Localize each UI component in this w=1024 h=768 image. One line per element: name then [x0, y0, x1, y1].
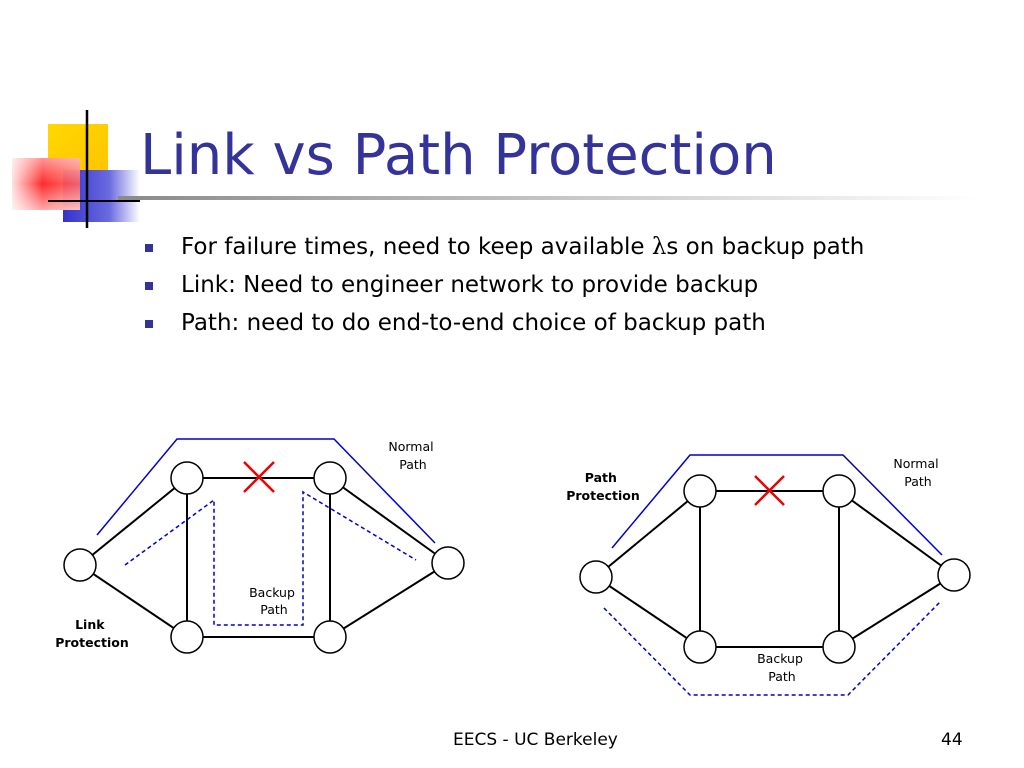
- normal-path-label: Normal Path: [388, 439, 437, 472]
- normal-path-line: [611, 454, 943, 556]
- path-protection-diagram: Normal Path Backup Path Path Protection: [566, 454, 971, 696]
- network-node: [683, 630, 717, 664]
- normal-path-line: [96, 438, 436, 544]
- link-protection-label: Link Protection: [55, 617, 129, 650]
- bullet-square-icon: [145, 244, 153, 252]
- backup-path-label: Backup Path: [757, 651, 807, 684]
- failure-x-icon: [754, 475, 785, 506]
- network-node: [170, 461, 204, 495]
- network-node: [822, 474, 856, 508]
- bullet-square-icon: [145, 282, 153, 290]
- backup-path-line: [124, 490, 417, 626]
- path-protection-label: Path Protection: [566, 470, 640, 503]
- lambda-symbol: λ: [651, 234, 667, 260]
- bullet-item: For failure times, need to keep availabl…: [143, 228, 864, 266]
- bullet-square-icon: [145, 320, 153, 328]
- bullet-item: Link: Need to engineer network to provid…: [143, 266, 864, 304]
- network-node: [313, 461, 347, 495]
- network-node: [937, 558, 971, 592]
- failure-x-icon: [243, 461, 275, 493]
- link-protection-diagram: Normal Path Backup Path Link Protection: [55, 438, 465, 654]
- page-number: 44: [941, 730, 963, 750]
- network-node: [170, 620, 204, 654]
- network-node: [579, 560, 613, 594]
- title-underline: [118, 196, 978, 200]
- bullet-item: Path: need to do end-to-end choice of ba…: [143, 304, 864, 342]
- network-node: [313, 620, 347, 654]
- network-node: [822, 630, 856, 664]
- backup-path-line: [603, 601, 941, 696]
- network-node: [683, 474, 717, 508]
- footer-text: EECS - UC Berkeley: [453, 730, 618, 750]
- bullet-list: For failure times, need to keep availabl…: [143, 228, 864, 342]
- normal-path-label: Normal Path: [893, 456, 942, 489]
- backup-path-label: Backup Path: [249, 585, 299, 617]
- network-node: [63, 548, 97, 582]
- slide-title: Link vs Path Protection: [140, 123, 777, 188]
- network-node: [431, 546, 465, 580]
